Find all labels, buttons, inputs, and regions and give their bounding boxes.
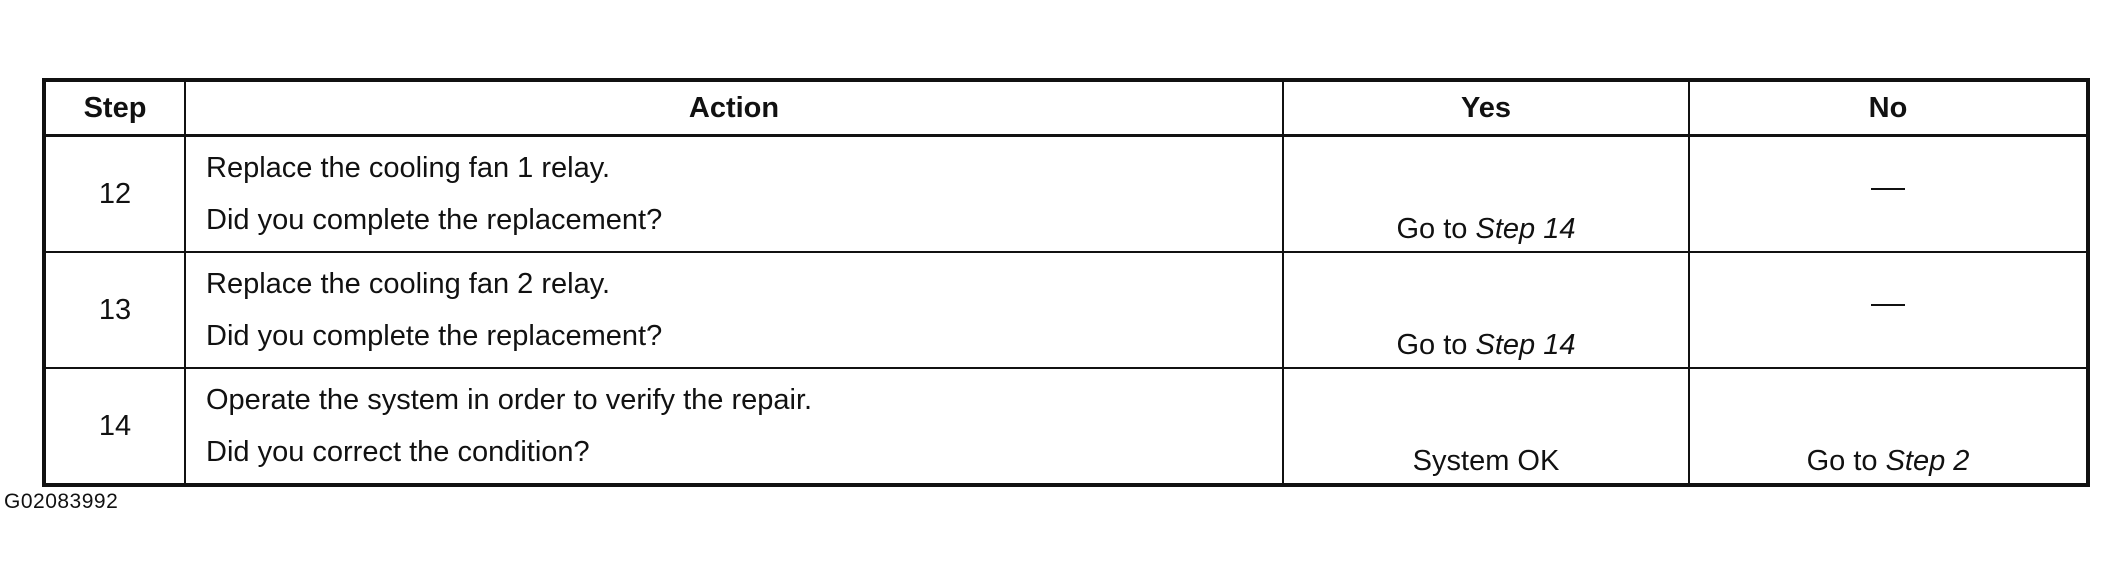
em-dash-mark: [1871, 303, 1905, 306]
header-yes: Yes: [1282, 79, 1690, 137]
step-number: 13: [43, 251, 186, 369]
table-row: 14 Operate the system in order to verify…: [43, 367, 2089, 486]
no-step-reference: Step 2: [1885, 445, 1970, 478]
em-dash-mark: [1871, 187, 1905, 190]
yes-cell: Go to Step 14: [1282, 251, 1690, 369]
figure-id: G02083992: [4, 490, 119, 513]
header-no: No: [1688, 79, 2089, 137]
no-cell: —: [1688, 134, 2089, 253]
action-question: Did you complete the replacement?: [206, 320, 663, 352]
yes-prefix: Go to: [1396, 329, 1476, 362]
table-row: 12 Replace the cooling fan 1 relay. Did …: [43, 134, 2089, 253]
yes-cell: System OK: [1282, 367, 1690, 486]
yes-cell: Go to Step 14: [1282, 134, 1690, 253]
step-number: 12: [43, 134, 186, 253]
action-instruction: Operate the system in order to verify th…: [206, 384, 813, 416]
action-instruction: Replace the cooling fan 1 relay.: [206, 152, 611, 184]
yes-step-reference: Step 14: [1475, 329, 1576, 362]
step-number: 14: [43, 367, 186, 486]
yes-step-reference: Step 14: [1475, 213, 1576, 246]
action-cell: Operate the system in order to verify th…: [184, 367, 1284, 486]
table-row: 13 Replace the cooling fan 2 relay. Did …: [43, 251, 2089, 369]
yes-prefix: Go to: [1396, 213, 1476, 246]
no-prefix: Go to: [1806, 445, 1886, 478]
yes-result: System OK: [1412, 445, 1560, 478]
no-cell: Go to Step 2: [1688, 367, 2089, 486]
action-question: Did you correct the condition?: [206, 436, 590, 468]
action-question: Did you complete the replacement?: [206, 204, 663, 236]
action-cell: Replace the cooling fan 1 relay. Did you…: [184, 134, 1284, 253]
diagnostic-table: Step Action Yes No 12 Replace the coolin…: [42, 78, 2090, 487]
header-step: Step: [43, 79, 186, 137]
header-action: Action: [184, 79, 1284, 137]
action-cell: Replace the cooling fan 2 relay. Did you…: [184, 251, 1284, 369]
no-cell: —: [1688, 251, 2089, 369]
action-instruction: Replace the cooling fan 2 relay.: [206, 268, 611, 300]
table-header-row: Step Action Yes No: [43, 79, 2089, 137]
